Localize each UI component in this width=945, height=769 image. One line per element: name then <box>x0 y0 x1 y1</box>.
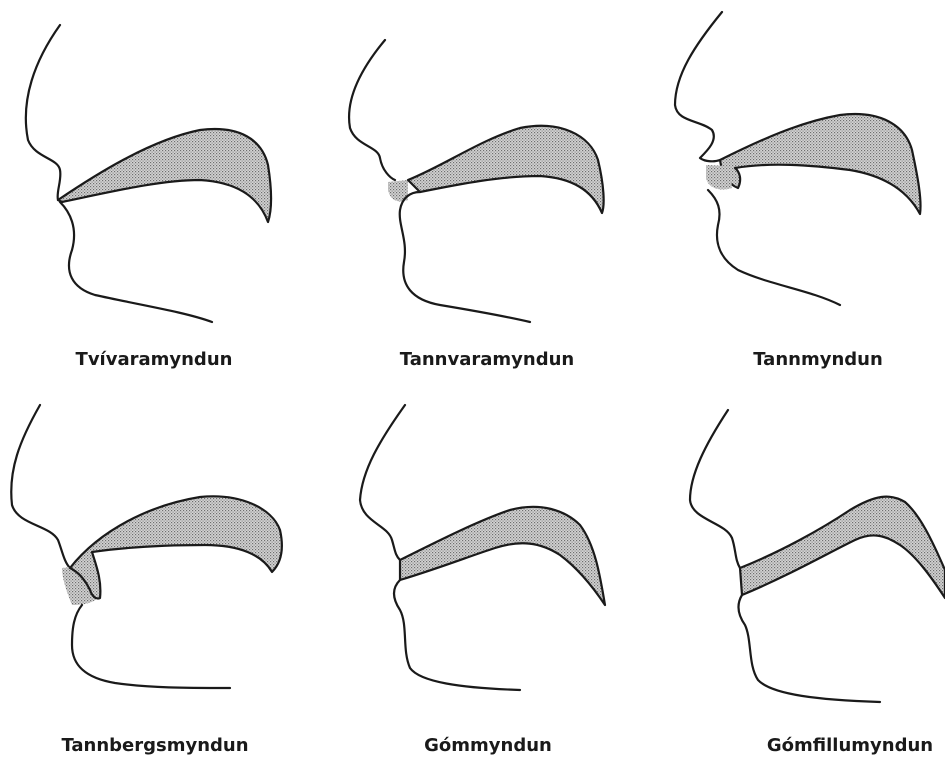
shade-dental <box>706 165 732 190</box>
panel-alveolar <box>11 405 282 688</box>
profile-upper-bilabial <box>26 25 61 200</box>
profile-lower-dental <box>708 190 840 305</box>
profile-lower-palatal <box>394 580 520 690</box>
caption-labiodental: Tannvaramyndun <box>400 349 574 370</box>
tongue-dental <box>720 114 921 214</box>
panel-dental <box>675 12 921 305</box>
panel-velar <box>690 410 945 702</box>
panel-palatal <box>360 405 605 690</box>
caption-dental: Tannmyndun <box>753 349 883 370</box>
tongue-labiodental <box>408 126 604 213</box>
profile-upper-velar <box>690 410 740 568</box>
profile-lower-alveolar <box>72 605 230 688</box>
panel-labiodental <box>349 40 604 322</box>
tongue-bilabial <box>58 129 271 222</box>
caption-velar: Gómfillumyndun <box>767 735 933 756</box>
caption-palatal: Gómmyndun <box>424 735 552 756</box>
tongue-velar <box>740 497 945 598</box>
profile-lower-bilabial <box>60 202 212 322</box>
profile-lower-velar <box>738 595 880 702</box>
tongue-palatal <box>400 507 605 605</box>
profile-lower-labiodental <box>400 192 530 322</box>
profile-upper-palatal <box>360 405 405 560</box>
profile-upper-labiodental <box>349 40 395 180</box>
caption-alveolar: Tannbergsmyndun <box>61 735 248 756</box>
tongue-alveolar <box>70 496 282 598</box>
caption-bilabial: Tvívaramyndun <box>76 349 233 370</box>
panel-bilabial <box>26 25 271 322</box>
profile-upper-dental <box>675 12 722 161</box>
profile-upper-alveolar <box>11 405 70 568</box>
